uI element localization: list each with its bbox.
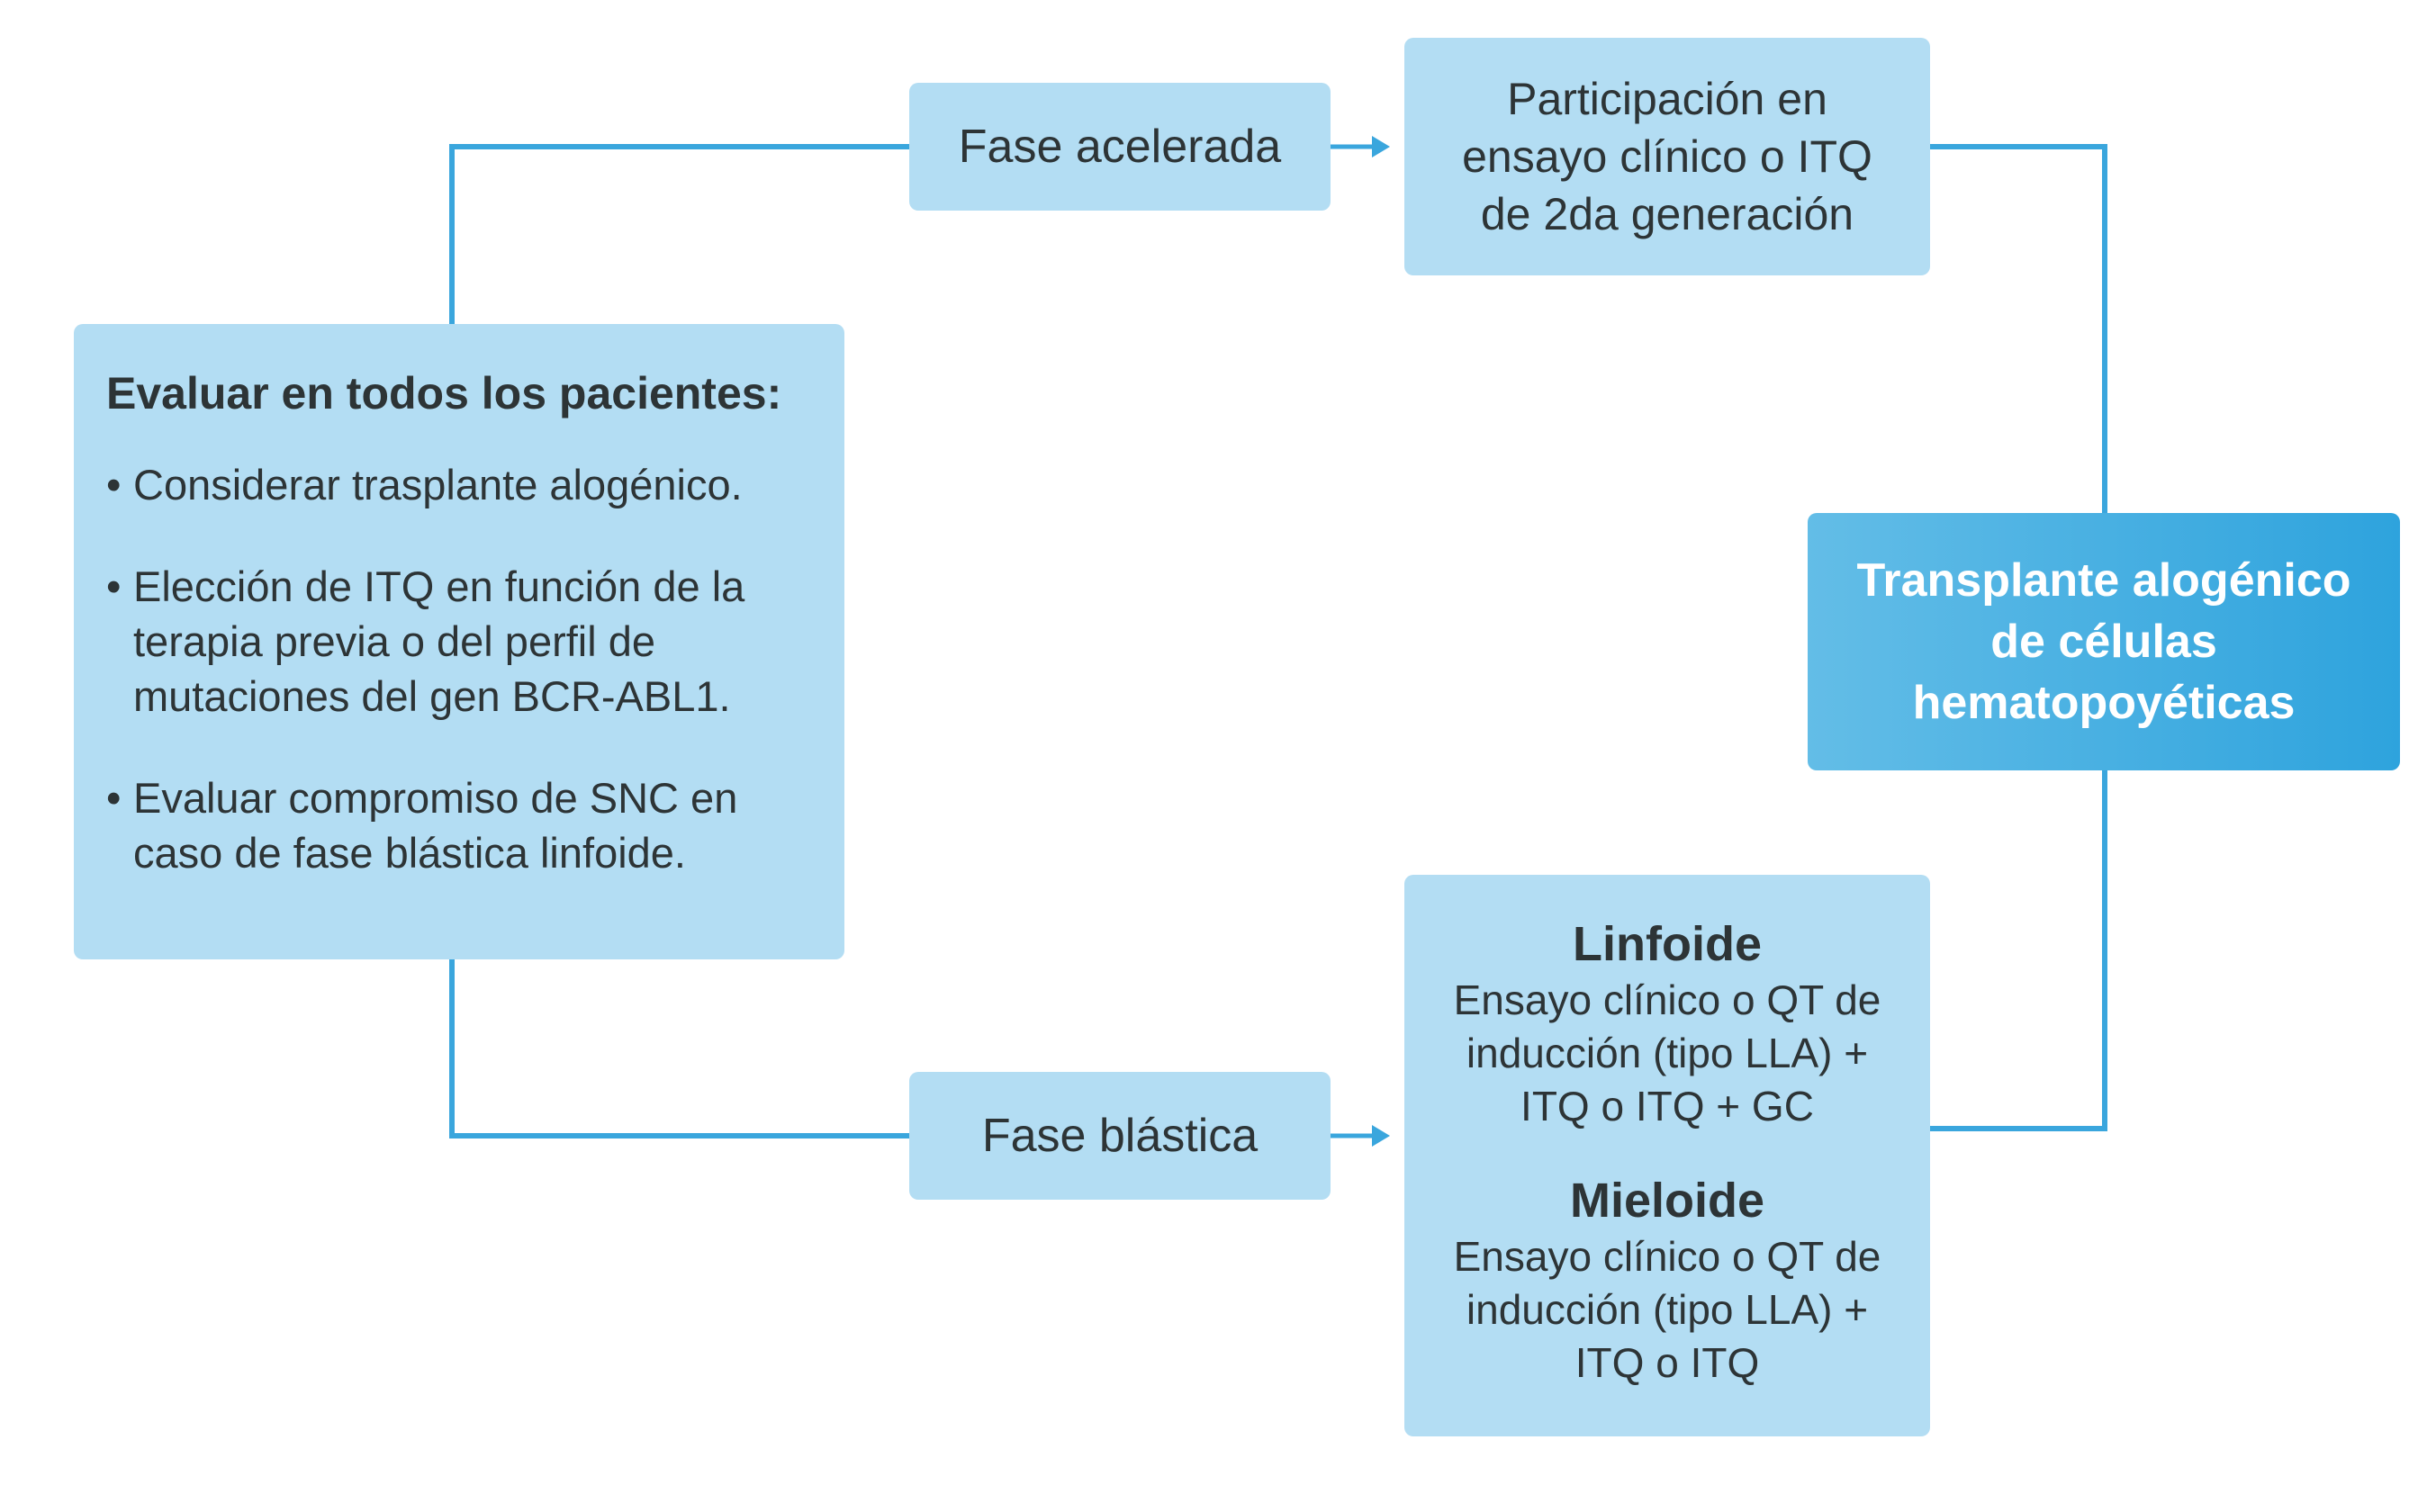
myeloid-title: Mieloide (1569, 1174, 1765, 1228)
transplant-line-1: Transplante alogénico (1856, 554, 2351, 607)
evaluate-bullet-2: • Elección de ITQ en función de la terap… (106, 559, 812, 724)
bullet-text: Considerar trasplante alogénico. (133, 461, 743, 508)
arrowhead-blast-icon (1372, 1125, 1390, 1147)
lymphoid-line-3: ITQ o ITQ + GC (1520, 1083, 1814, 1130)
myeloid-line-3: ITQ o ITQ (1574, 1339, 1760, 1386)
evaluate-bullet-3: • Evaluar compromiso de SNC en caso de f… (106, 770, 812, 880)
evaluate-all-patients-box: Evaluar en todos los pacientes: • Consid… (74, 324, 844, 959)
accelerated-phase-label: Fase acelerada (958, 120, 1282, 173)
bullet-text: Evaluar compromiso de SNC en caso de fas… (133, 774, 738, 877)
accelerated-phase-box: Fase acelerada (909, 83, 1331, 211)
bullet-dot-icon: • (106, 774, 122, 822)
transplant-line-2: de células (1990, 616, 2217, 668)
bullet-dot-icon: • (106, 562, 122, 610)
connector-blast-treatment-to-transplant (1930, 770, 2107, 1131)
transplant-line-3: hematopoyéticas (1912, 677, 2296, 729)
allogeneic-transplant-box: Transplante alogénico de células hematop… (1808, 513, 2400, 770)
evaluate-title: Evaluar en todos los pacientes: (106, 368, 782, 418)
blast-phase-label: Fase blástica (981, 1109, 1259, 1162)
accelerated-treatment-box: Participación en ensayo clínico o ITQ de… (1404, 38, 1930, 275)
connector-accelerated-treatment-to-transplant (1930, 144, 2107, 513)
blast-treatment-box: Linfoide Ensayo clínico o QT de inducció… (1404, 875, 1930, 1436)
myeloid-line-2: inducción (tipo LLA) + (1466, 1286, 1869, 1333)
lymphoid-line-1: Ensayo clínico o QT de (1453, 976, 1881, 1023)
lymphoid-line-2: inducción (tipo LLA) + (1466, 1030, 1869, 1076)
connector-evaluate-to-blast (449, 959, 909, 1138)
bullet-text: Elección de ITQ en función de la terapia… (133, 562, 745, 720)
accelerated-treatment-line-3: de 2da generación (1480, 189, 1854, 239)
accelerated-treatment-line-1: Participación en (1507, 74, 1827, 124)
bullet-dot-icon: • (106, 461, 122, 508)
connector-evaluate-to-accelerated (449, 144, 909, 324)
arrowhead-accelerated-icon (1372, 136, 1390, 158)
evaluate-bullet-1: • Considerar trasplante alogénico. (106, 457, 812, 512)
myeloid-line-1: Ensayo clínico o QT de (1453, 1233, 1881, 1280)
accelerated-treatment-line-2: ensayo clínico o ITQ (1462, 131, 1872, 182)
lymphoid-title: Linfoide (1573, 917, 1762, 971)
blast-phase-box: Fase blástica (909, 1072, 1331, 1200)
